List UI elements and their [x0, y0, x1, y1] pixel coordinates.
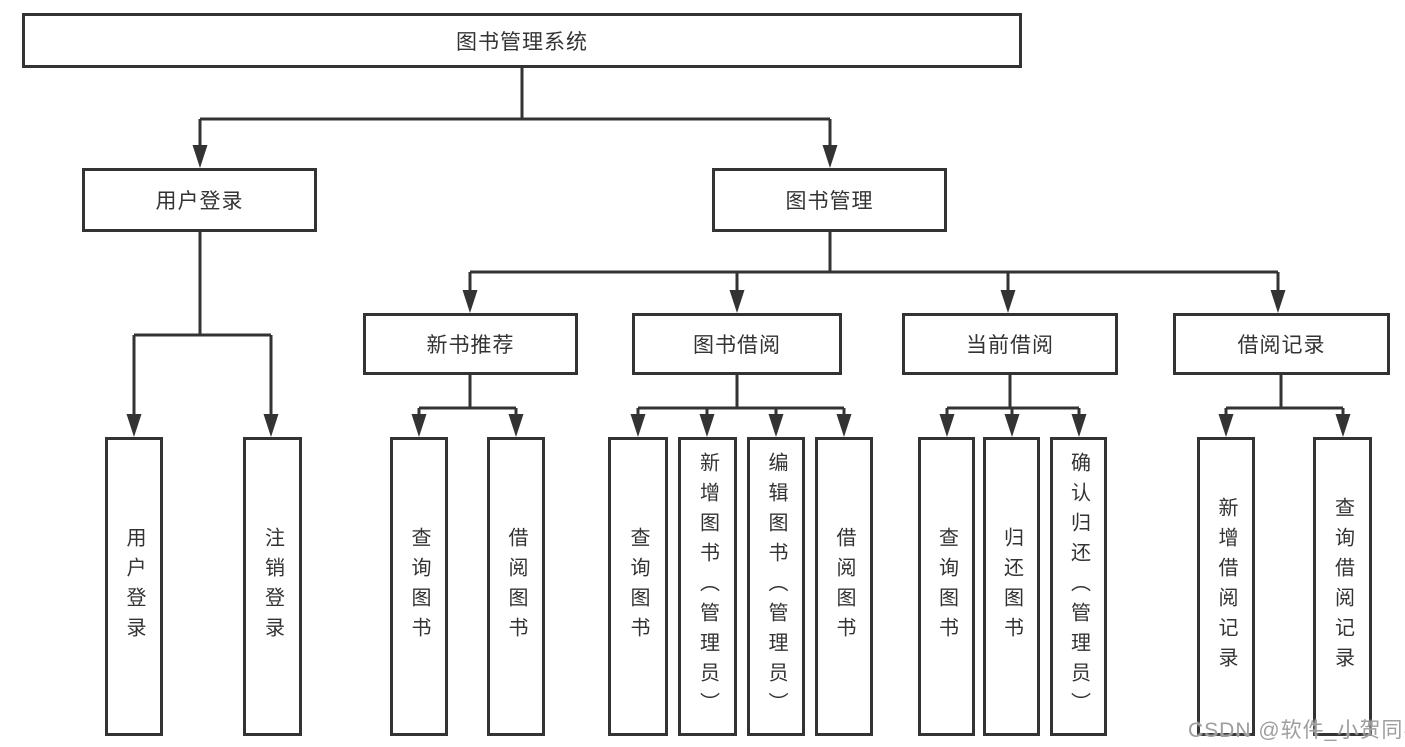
- leaf-borrow-edit-admin: 编辑图书（管理员）: [747, 437, 805, 736]
- leaf-records-query: 查询借阅记录: [1313, 437, 1372, 736]
- node-root-system: 图书管理系统: [22, 13, 1022, 68]
- node-borrow-records-label: 借阅记录: [1237, 334, 1326, 357]
- leaf-borrow-add-admin: 新增图书（管理员）: [678, 437, 737, 736]
- leaf-current-confirm-admin: 确认归还（管理员）: [1050, 437, 1107, 736]
- node-book-management: 图书管理: [712, 168, 947, 232]
- node-current-borrow-label: 当前借阅: [966, 334, 1054, 357]
- node-book-borrow: 图书借阅: [632, 313, 842, 375]
- leaf-newbooks-query: 查询图书: [390, 437, 448, 736]
- leaf-logout-label: 注销登录: [261, 526, 284, 647]
- leaf-records-query-label: 查询借阅记录: [1331, 496, 1354, 677]
- watermark: CSDN @软件_小贺同学: [1188, 719, 1405, 742]
- leaf-borrow-borrow-label: 借阅图书: [833, 526, 855, 647]
- node-new-book-recommend-label: 新书推荐: [426, 334, 515, 357]
- node-book-borrow-label: 图书借阅: [693, 334, 781, 357]
- leaf-newbooks-query-label: 查询图书: [408, 526, 430, 647]
- leaf-borrow-edit-admin-label: 编辑图书（管理员）: [765, 451, 787, 722]
- leaf-current-confirm-admin-label: 确认归还（管理员）: [1067, 451, 1090, 722]
- leaf-borrow-query: 查询图书: [608, 437, 668, 736]
- node-book-management-label: 图书管理: [785, 190, 874, 213]
- leaf-newbooks-borrow-label: 借阅图书: [505, 526, 527, 647]
- leaf-current-return: 归还图书: [983, 437, 1040, 736]
- leaf-user-login: 用户登录: [105, 437, 163, 736]
- node-user-login: 用户登录: [82, 168, 317, 232]
- leaf-user-login-label: 用户登录: [123, 526, 145, 647]
- leaf-borrow-query-label: 查询图书: [627, 526, 649, 647]
- leaf-records-add-label: 新增借阅记录: [1215, 496, 1237, 677]
- leaf-logout: 注销登录: [243, 437, 302, 736]
- leaf-borrow-borrow: 借阅图书: [815, 437, 873, 736]
- leaf-records-add: 新增借阅记录: [1197, 437, 1255, 736]
- leaf-newbooks-borrow: 借阅图书: [487, 437, 545, 736]
- node-current-borrow: 当前借阅: [902, 313, 1118, 375]
- node-new-book-recommend: 新书推荐: [363, 313, 578, 375]
- leaf-borrow-add-admin-label: 新增图书（管理员）: [696, 451, 719, 722]
- node-borrow-records: 借阅记录: [1173, 313, 1390, 375]
- node-root-label: 图书管理系统: [456, 30, 588, 54]
- leaf-current-query-label: 查询图书: [935, 526, 958, 647]
- leaf-current-query: 查询图书: [918, 437, 975, 736]
- leaf-current-return-label: 归还图书: [1000, 526, 1023, 647]
- node-user-login-label: 用户登录: [155, 190, 244, 213]
